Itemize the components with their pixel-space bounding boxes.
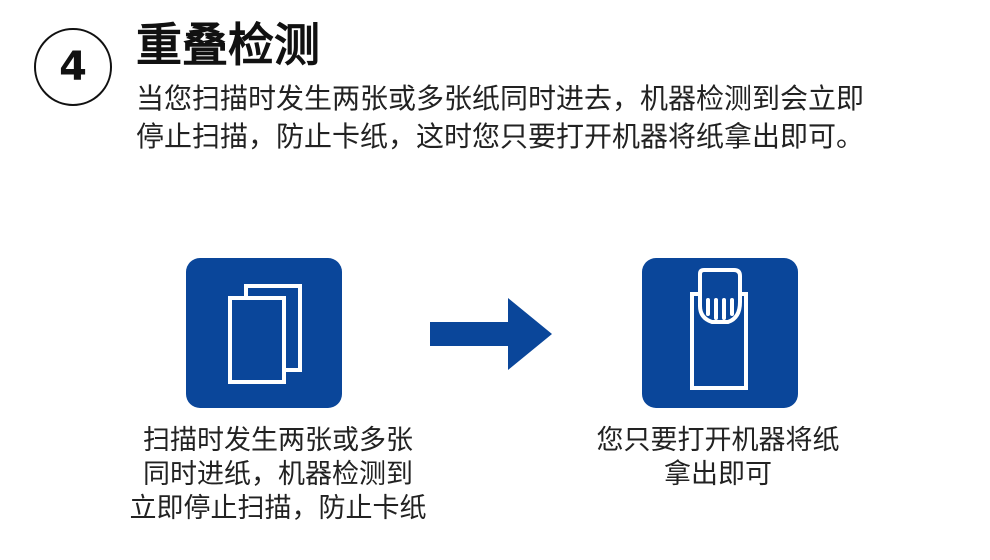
description-line: 当您扫描时发生两张或多张纸同时进去，机器检测到会立即	[136, 82, 865, 115]
page-title: 重叠检测	[136, 18, 320, 72]
description: 当您扫描时发生两张或多张纸同时进去，机器检测到会立即 停止扫描，防止卡纸，这时您…	[136, 80, 916, 156]
step-number-badge: 4	[34, 28, 112, 106]
stacked-pages-icon	[228, 284, 302, 384]
hand-holding-paper-tile	[642, 258, 798, 408]
caption-line: 您只要打开机器将纸	[596, 425, 840, 456]
caption-line: 同时进纸，机器检测到	[143, 459, 413, 490]
caption-line: 扫描时发生两张或多张	[143, 425, 413, 456]
description-line: 停止扫描，防止卡纸，这时您只要打开机器将纸拿出即可。	[136, 120, 865, 153]
caption-line: 立即停止扫描，防止卡纸	[129, 493, 427, 524]
step-number: 4	[59, 44, 87, 90]
caption-line: 拿出即可	[664, 459, 772, 490]
stacked-pages-tile	[186, 258, 342, 408]
left-caption: 扫描时发生两张或多张 同时进纸，机器检测到 立即停止扫描，防止卡纸	[108, 424, 448, 526]
hand-holding-paper-icon	[690, 268, 748, 390]
right-caption: 您只要打开机器将纸 拿出即可	[566, 424, 870, 492]
arrow-right-icon	[430, 298, 552, 370]
